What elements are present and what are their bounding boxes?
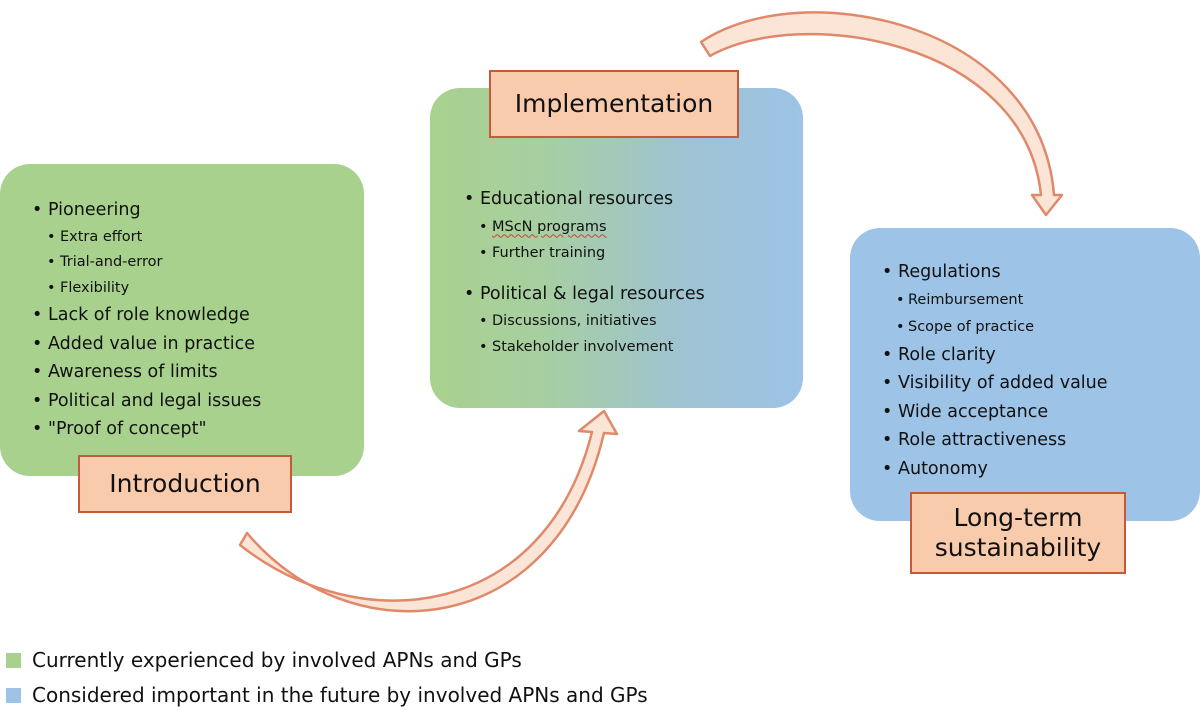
list-item: Further training [464,240,705,266]
list-item: Stakeholder involvement [464,334,705,360]
arrow-implementation-to-long-term [699,11,1064,217]
legend-swatch-green [6,652,21,668]
long-term-list: Regulations Reimbursement Scope of pract… [882,258,1108,483]
list-item: Flexibility [32,276,261,302]
list-item: Regulations [882,258,1108,287]
list-item: Reimbursement [882,287,1108,314]
list-item: Autonomy [882,455,1108,484]
long-term-label-line1: Long-term [953,502,1083,532]
list-item: Political and legal issues [32,387,261,416]
legend-swatch-blue [6,687,21,703]
implementation-label-text: Implementation [514,88,714,118]
legend-label: Currently experienced by involved APNs a… [32,648,522,672]
list-item: Trial-and-error [32,250,261,276]
list-item: Role attractiveness [882,426,1108,455]
legend-label: Considered important in the future by in… [32,683,648,707]
list-item: "Proof of concept" [32,415,261,444]
list-item: Discussions, initiatives [464,308,705,334]
legend-item-current: Currently experienced by involved APNs a… [6,648,522,672]
arrow-introduction-to-implementation [238,409,619,613]
list-item: Pioneering [32,196,261,225]
introduction-list: Pioneering Extra effort Trial-and-error … [32,196,261,444]
legend-item-future: Considered important in the future by in… [6,683,648,707]
list-item: Wide acceptance [882,398,1108,427]
list-item: Added value in practice [32,330,261,359]
introduction-label: Introduction [78,455,292,513]
list-item: Lack of role knowledge [32,301,261,330]
spellcheck-underlined-text: MScN programs [492,218,607,235]
list-item: Scope of practice [882,314,1108,341]
implementation-label: Implementation [489,70,739,138]
list-item: Educational resources [464,185,705,214]
list-item: Role clarity [882,341,1108,370]
list-item: MScN programs [464,214,705,240]
list-item: Extra effort [32,225,261,251]
list-item: Political & legal resources [464,280,705,309]
introduction-label-text: Introduction [109,468,261,498]
implementation-list: Educational resources MScN programs Furt… [464,185,705,360]
list-item: Visibility of added value [882,369,1108,398]
long-term-sustainability-label: Long-term sustainability [910,492,1126,574]
list-item: Awareness of limits [32,358,261,387]
long-term-label-line2: sustainability [934,533,1102,562]
